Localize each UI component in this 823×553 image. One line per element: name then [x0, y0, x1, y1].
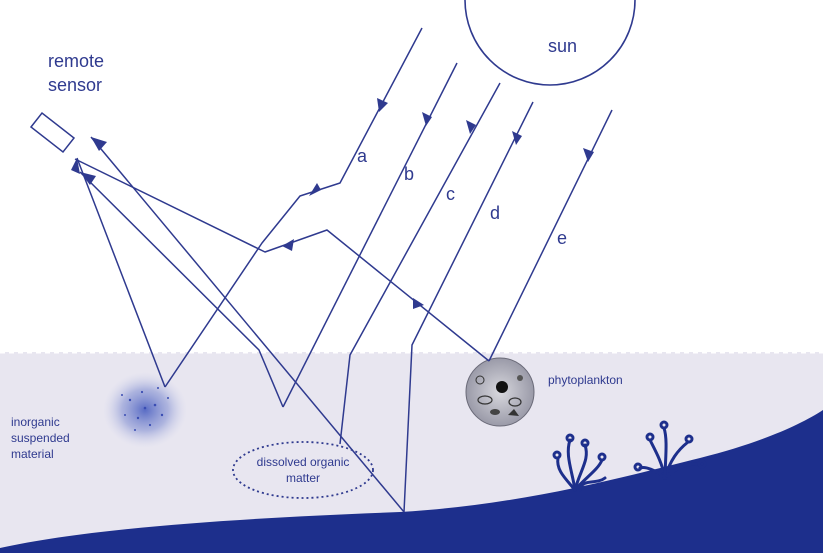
- light-path-e-return: [75, 159, 489, 361]
- arrowhead-a2: [309, 183, 321, 196]
- inorganic-label-line3: material: [11, 447, 54, 461]
- path-label-b: b: [404, 164, 414, 184]
- phytoplankton-icon: [466, 358, 534, 426]
- path-label-a: a: [357, 146, 368, 166]
- arrowhead-e2: [282, 239, 294, 251]
- arrowhead-sensor1: [91, 137, 107, 151]
- dom-label-line2: matter: [286, 471, 320, 485]
- light-path-e: [489, 110, 612, 361]
- path-label-d: d: [490, 203, 500, 223]
- arrowheads: [71, 98, 594, 309]
- inorganic-label-line1: inorganic: [11, 415, 60, 429]
- remote-sensor-label-line1: remote: [48, 51, 104, 71]
- path-label-e: e: [557, 228, 567, 248]
- phytoplankton-label: phytoplankton: [548, 373, 623, 387]
- arrowhead-sensor3: [80, 172, 96, 185]
- dom-label-line1: dissolved organic: [257, 455, 350, 469]
- sun-label: sun: [548, 36, 577, 56]
- remote-sensor-icon: [31, 113, 74, 152]
- remote-sensor-label-line2: sensor: [48, 75, 102, 95]
- inorganic-label-line2: suspended: [11, 431, 70, 445]
- inorganic-sediment-cloud: [103, 372, 187, 448]
- path-label-c: c: [446, 184, 455, 204]
- arrowhead-c: [466, 120, 476, 134]
